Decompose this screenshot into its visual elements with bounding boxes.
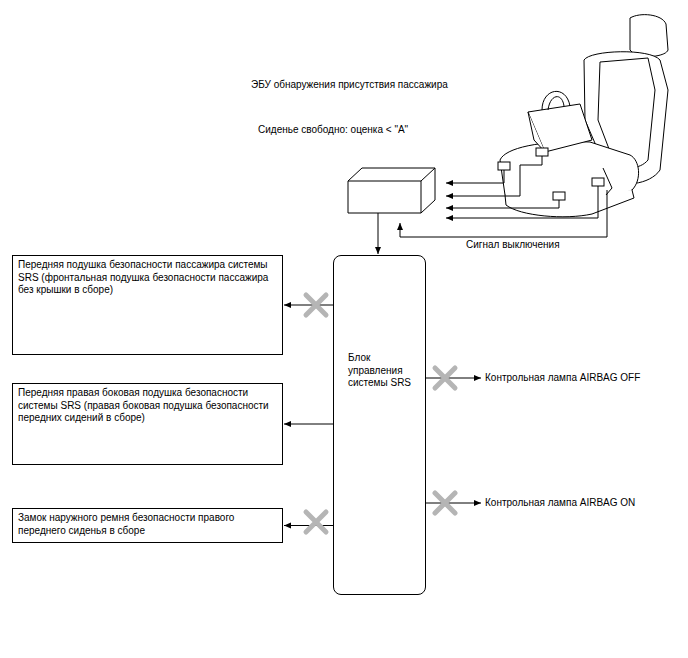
lamp-label: Контрольная лампа AIRBAG OFF (484, 372, 641, 385)
signal-arrow (284, 525, 333, 526)
signal-arrow (284, 424, 333, 425)
occupant-ecu-box (348, 168, 435, 213)
component-box: Передняя подушка безопасности пассажира … (12, 255, 283, 355)
component-box: Замок наружного ремня безопасности право… (12, 508, 283, 543)
note-label: Сиденье свободно: оценка < "A" (257, 124, 409, 137)
box-text: Блок управления системы SRS (348, 352, 422, 390)
weight-sensor (498, 148, 604, 200)
box-text: Замок наружного ремня безопасности право… (13, 509, 282, 540)
component-box: Передняя правая боковая подушка безопасн… (12, 383, 283, 465)
note-label: ЭБУ обнаружения присутствия пассажира (250, 79, 449, 92)
handbag (528, 91, 592, 152)
note-label: Сигнал выключения (465, 239, 561, 252)
control-unit-box: Блок управления системы SRS (333, 255, 426, 595)
box-text: Передняя подушка безопасности пассажира … (13, 256, 282, 300)
box-text: Передняя правая боковая подушка безопасн… (13, 384, 282, 428)
seat-drawing (500, 15, 668, 217)
lamp-label: Контрольная лампа AIRBAG ON (484, 497, 636, 510)
signal-arrow (284, 305, 333, 306)
